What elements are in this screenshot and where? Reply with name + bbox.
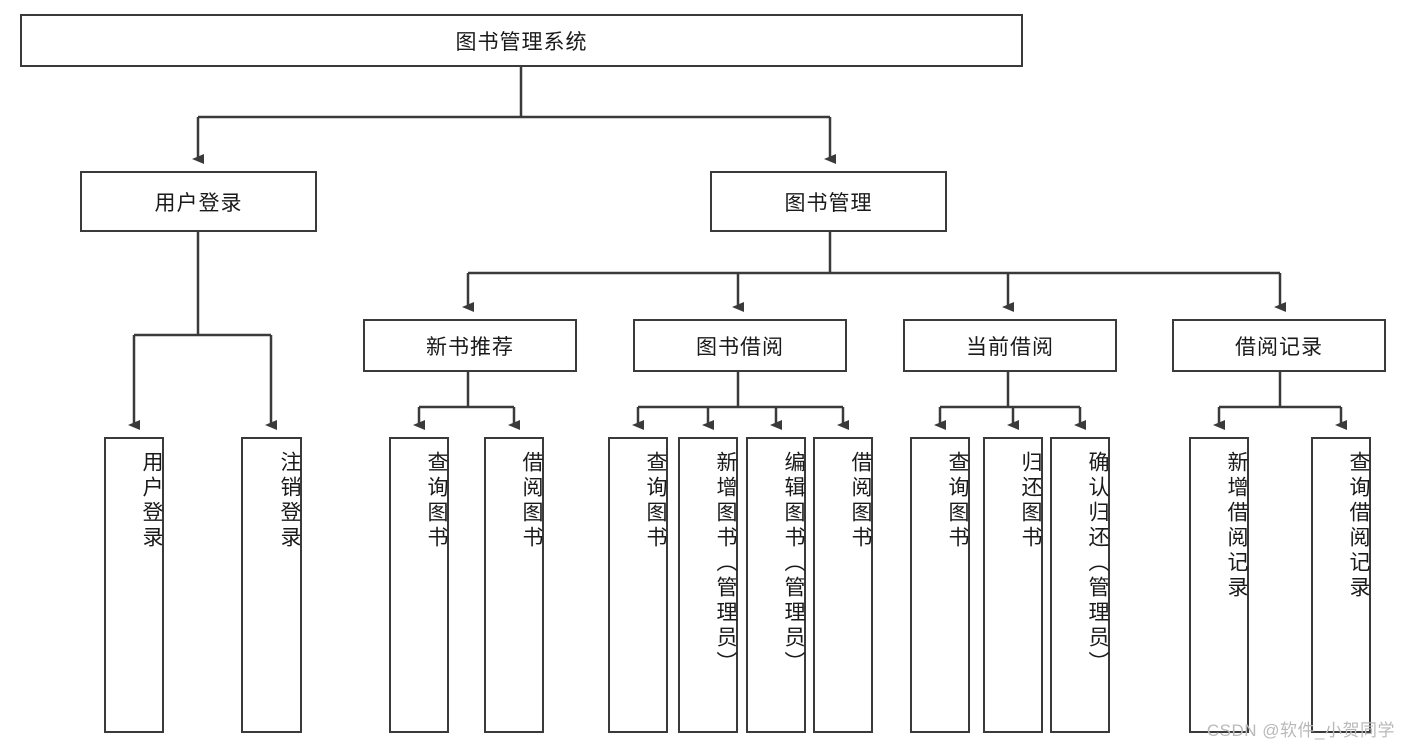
leaf-query-borrow-record-label: 查询借阅记录 (1347, 451, 1370, 601)
leaf-return-book-label: 归还图书 (1019, 451, 1042, 551)
leaf-logout[interactable]: 注销登录 (241, 437, 302, 733)
node-book-borrow[interactable]: 图书借阅 (633, 319, 847, 372)
node-user-login[interactable]: 用户登录 (80, 171, 317, 232)
leaf-return-book[interactable]: 归还图书 (983, 437, 1043, 733)
node-current-borrow-label: 当前借阅 (966, 335, 1054, 359)
leaf-borrow-book-recommend[interactable]: 借阅图书 (484, 437, 544, 733)
leaf-edit-book-admin[interactable]: 编辑图书（管理员） (746, 437, 806, 733)
leaf-query-borrow-record[interactable]: 查询借阅记录 (1311, 437, 1371, 733)
leaf-borrow-book[interactable]: 借阅图书 (813, 437, 873, 733)
leaf-query-book-borrow[interactable]: 查询图书 (608, 437, 668, 733)
leaf-query-book-recommend-label: 查询图书 (425, 451, 448, 551)
node-new-book-recommend-label: 新书推荐 (426, 335, 514, 359)
node-user-login-label: 用户登录 (154, 191, 243, 215)
watermark: CSDN @软件_小贺同学 (1206, 721, 1395, 740)
node-borrow-record-label: 借阅记录 (1235, 335, 1323, 359)
node-root[interactable]: 图书管理系统 (20, 14, 1023, 67)
leaf-query-book-recommend[interactable]: 查询图书 (389, 437, 449, 733)
leaf-logout-label: 注销登录 (278, 451, 301, 551)
leaf-add-book-admin[interactable]: 新增图书（管理员） (678, 437, 738, 733)
leaf-confirm-return-admin[interactable]: 确认归还（管理员） (1050, 437, 1110, 733)
node-borrow-record[interactable]: 借阅记录 (1172, 319, 1386, 372)
leaf-query-book-borrow-label: 查询图书 (644, 451, 667, 551)
leaf-user-login-label: 用户登录 (140, 451, 163, 551)
leaf-add-borrow-record[interactable]: 新增借阅记录 (1189, 437, 1249, 733)
leaf-query-book-current[interactable]: 查询图书 (910, 437, 970, 733)
node-current-borrow[interactable]: 当前借阅 (903, 319, 1117, 372)
leaf-borrow-book-recommend-label: 借阅图书 (520, 451, 543, 551)
leaf-add-book-admin-label: 新增图书（管理员） (714, 451, 737, 676)
leaf-user-login[interactable]: 用户登录 (104, 437, 164, 733)
leaf-query-book-current-label: 查询图书 (946, 451, 969, 551)
node-book-management-label: 图书管理 (784, 191, 873, 215)
node-new-book-recommend[interactable]: 新书推荐 (363, 319, 577, 372)
node-book-management[interactable]: 图书管理 (710, 171, 947, 232)
leaf-add-borrow-record-label: 新增借阅记录 (1225, 451, 1248, 601)
leaf-edit-book-admin-label: 编辑图书（管理员） (782, 451, 805, 676)
leaf-confirm-return-admin-label: 确认归还（管理员） (1086, 451, 1109, 676)
node-book-borrow-label: 图书借阅 (696, 335, 784, 359)
leaf-borrow-book-label: 借阅图书 (849, 451, 872, 551)
node-root-label: 图书管理系统 (455, 30, 588, 54)
